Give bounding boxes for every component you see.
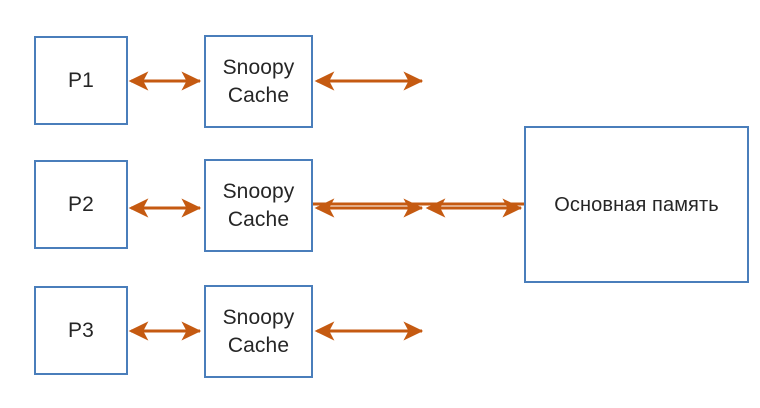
processor-node-p3[interactable]: P3 (34, 286, 128, 375)
cache-label-3: Snoopy Cache (222, 306, 295, 357)
cache-node-1[interactable]: Snoopy Cache (204, 35, 313, 128)
processor-label-p2: P2 (68, 192, 94, 216)
cache-label-1: Snoopy Cache (222, 56, 295, 107)
processor-label-p1: P1 (68, 68, 94, 92)
processor-node-p2[interactable]: P2 (34, 160, 128, 249)
main-memory-node[interactable]: Основная память (524, 126, 749, 283)
main-memory-label: Основная память (554, 193, 719, 216)
cache-node-2[interactable]: Snoopy Cache (204, 159, 313, 252)
cache-label-2: Snoopy Cache (222, 180, 295, 231)
processor-label-p3: P3 (68, 318, 94, 342)
processor-node-p1[interactable]: P1 (34, 36, 128, 125)
cache-node-3[interactable]: Snoopy Cache (204, 285, 313, 378)
